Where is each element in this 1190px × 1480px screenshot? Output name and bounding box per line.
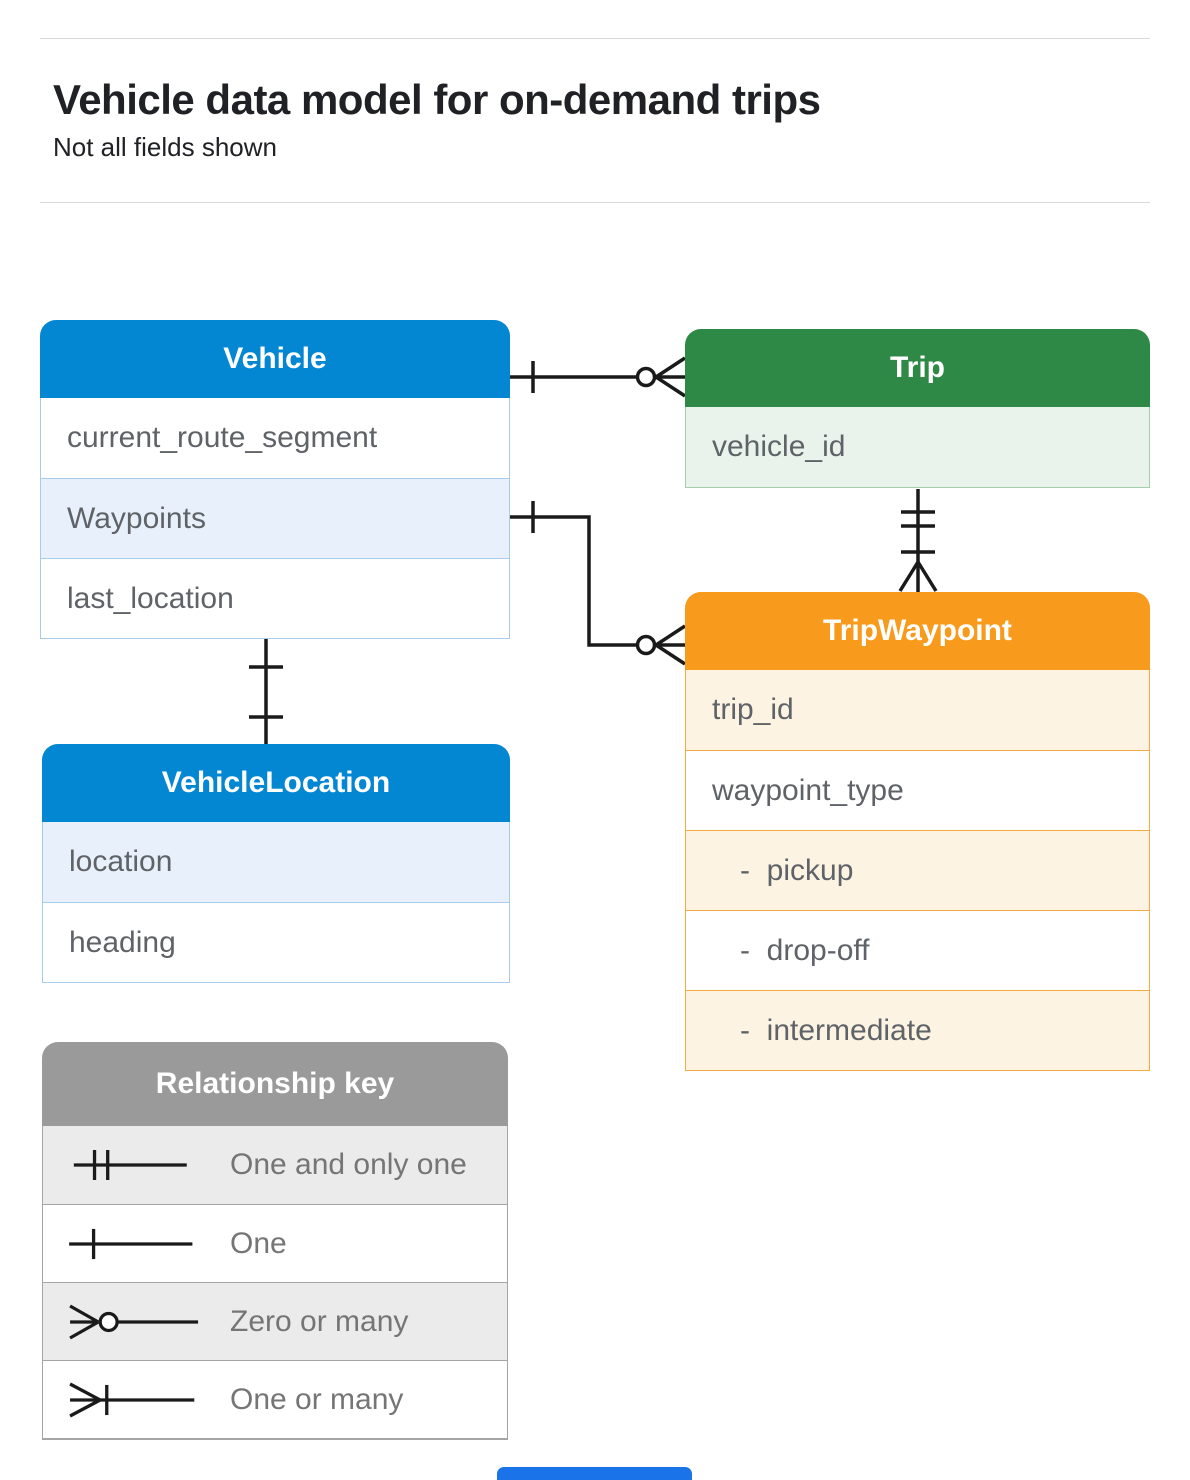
relationship-key-rows: One and only one One [42,1126,508,1440]
enum-row-intermediate: - intermediate [686,990,1149,1070]
zero-circle [635,634,657,656]
crow-foot-icon [655,356,686,398]
trip-table-rows: vehicle_id [685,407,1150,488]
field-row-waypoints: Waypoints [41,478,509,558]
key-row-one-and-only-one: One and only one [43,1126,507,1204]
tripwaypoint-table: TripWaypoint trip_id waypoint_type - pic… [685,592,1150,1071]
zero-or-many-symbol-icon [43,1294,230,1350]
field-row-trip-id: trip_id [686,670,1149,750]
key-label: One and only one [230,1148,467,1181]
field-row-location: location [43,822,509,902]
top-divider [40,38,1150,39]
one-and-only-one-ticks [901,510,935,528]
key-row-one-or-many: One or many [43,1360,507,1438]
relationship-key: Relationship key One and only one [42,1042,508,1440]
vehicle-table: Vehicle current_route_segment Waypoints … [40,320,510,639]
relationship-key-header: Relationship key [42,1042,508,1126]
one-or-many-symbol-icon [43,1372,230,1428]
tripwaypoint-table-header: TripWaypoint [685,592,1150,670]
crow-foot-icon [655,624,686,666]
page-title: Vehicle data model for on-demand trips [53,76,821,123]
field-row-vehicle-id: vehicle_id [686,407,1149,487]
field-row-heading: heading [43,902,509,982]
vehicle-table-header: Vehicle [40,320,510,398]
vehiclelocation-table-rows: location heading [42,822,510,983]
field-row-waypoint-type: waypoint_type [686,750,1149,830]
enum-row-pickup: - pickup [686,830,1149,910]
one-symbol-icon [43,1216,230,1272]
key-row-zero-or-many: Zero or many [43,1282,507,1360]
vehicle-trip-relationship [510,356,686,398]
one-ticks [249,665,283,719]
vehicle-vehiclelocation-relationship [249,637,283,744]
connector-line [510,515,685,647]
key-label: Zero or many [230,1304,409,1338]
enum-row-drop-off: - drop-off [686,910,1149,990]
key-label: One [230,1226,287,1260]
page-subtitle: Not all fields shown [53,132,277,162]
subtitle-divider [40,202,1150,203]
zero-circle [635,366,657,388]
key-row-one: One [43,1204,507,1282]
key-label: One or many [230,1382,404,1416]
vehicle-table-rows: current_route_segment Waypoints last_loc… [40,398,510,639]
bottom-blue-bar [497,1467,692,1480]
waypoints-tripwaypoint-relationship [510,501,686,666]
vehiclelocation-table: VehicleLocation location heading [42,744,510,983]
trip-table: Trip vehicle_id [685,329,1150,488]
field-row-last-location: last_location [41,558,509,638]
trip-tripwaypoint-relationship [898,489,938,592]
tripwaypoint-table-rows: trip_id waypoint_type - pickup - drop-of… [685,670,1150,1071]
crow-foot-icon [898,561,938,592]
trip-table-header: Trip [685,329,1150,407]
field-row-current-route-segment: current_route_segment [67,421,378,454]
vehiclelocation-table-header: VehicleLocation [42,744,510,822]
one-and-only-one-symbol-icon [43,1137,230,1193]
